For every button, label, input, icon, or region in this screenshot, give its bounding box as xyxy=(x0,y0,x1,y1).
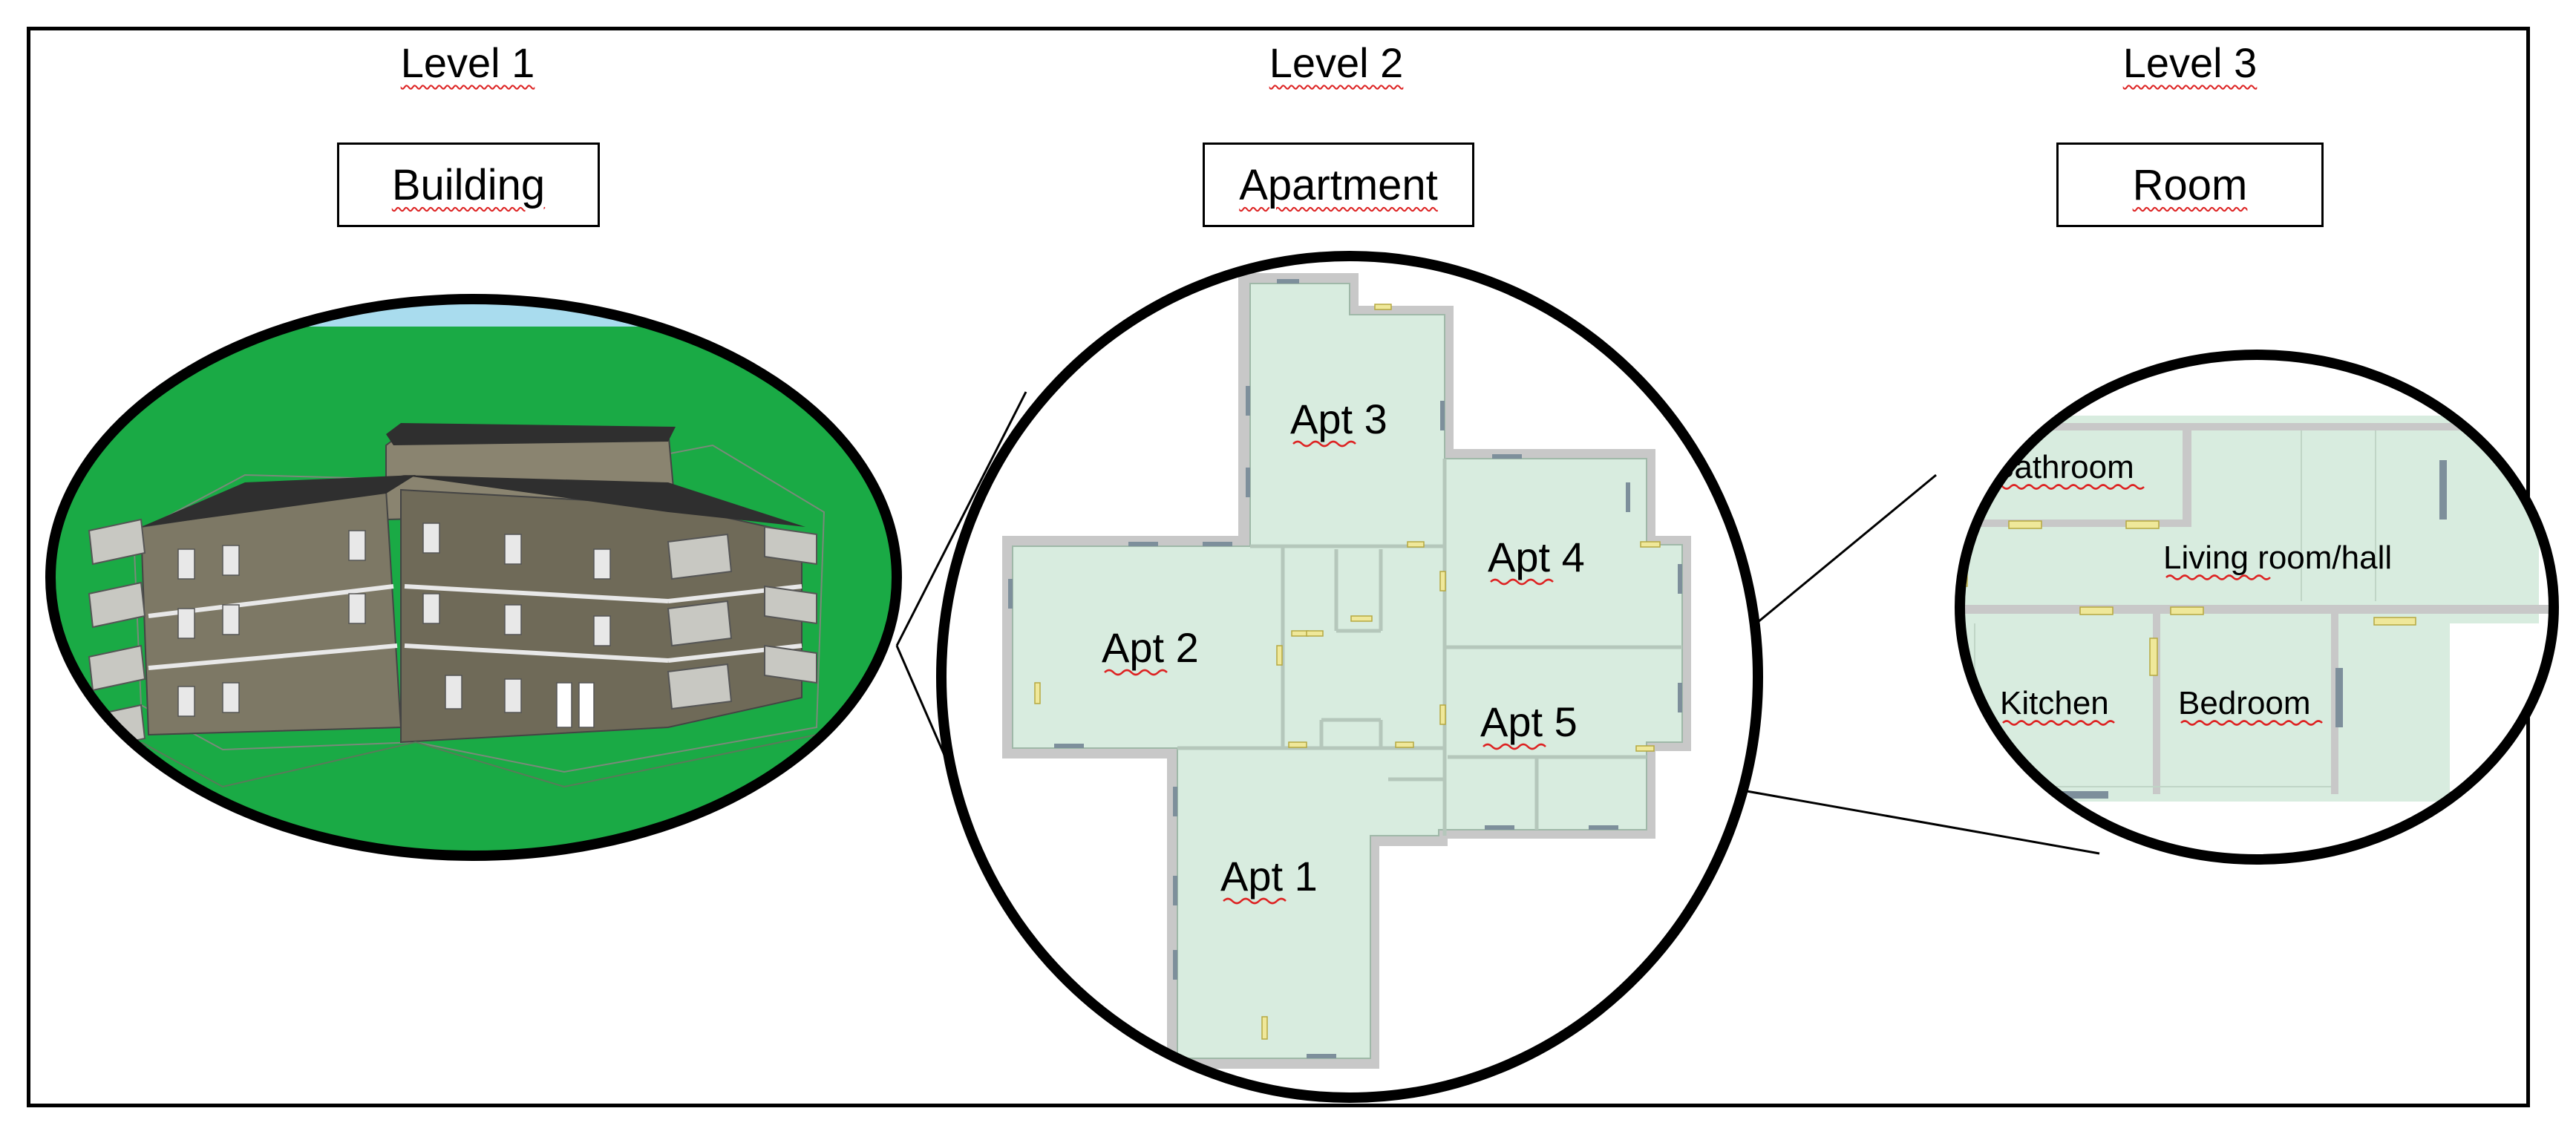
living-room-hall-label: Living room/hall xyxy=(2163,540,2392,576)
building-model xyxy=(88,423,826,788)
apartment-plan-view: Apt 1 Apt 2 Apt 3 Apt 4 Apt 5 xyxy=(936,251,1763,1103)
room-label: Room xyxy=(2132,160,2248,209)
plan-doors xyxy=(1034,304,1661,1040)
apt-3-label: Apt 3 xyxy=(1290,396,1387,442)
apartment-label-box: Apartment xyxy=(1203,142,1474,227)
plan-windows xyxy=(1008,279,1682,1058)
room-zoom-ring xyxy=(1955,350,2559,865)
building-label: Building xyxy=(391,160,546,209)
room-windows xyxy=(2056,460,2447,799)
apt-4-label: Apt 4 xyxy=(1488,534,1585,580)
apartment-labels: Apt 1 Apt 2 Apt 3 Apt 4 Apt 5 xyxy=(1102,396,1585,905)
room-plan xyxy=(1960,416,2554,802)
apartment-zoom-ring xyxy=(936,251,1763,1103)
kitchen-label: Kitchen xyxy=(2000,685,2109,721)
room-plan-view: Bathroom Living room/hall Kitchen Bedroo… xyxy=(1955,350,2559,865)
apt-2-label: Apt 2 xyxy=(1102,624,1199,671)
apt-1-label: Apt 1 xyxy=(1220,853,1318,900)
building-view xyxy=(45,294,902,861)
building-zoom-ring xyxy=(45,294,902,861)
building-label-box: Building xyxy=(337,142,600,227)
level-1-title: Level 1 xyxy=(400,39,535,86)
apt-5-label: Apt 5 xyxy=(1480,698,1578,745)
level-3-title: Level 3 xyxy=(2122,39,2258,86)
level-2-title: Level 2 xyxy=(1269,39,1404,86)
floor-plan xyxy=(1002,273,1691,1069)
room-label-box: Room xyxy=(2056,142,2324,227)
room-labels: Bathroom Living room/hall Kitchen Bedroo… xyxy=(1993,449,2392,726)
apartment-label: Apartment xyxy=(1239,160,1438,209)
bedroom-label: Bedroom xyxy=(2178,685,2311,721)
